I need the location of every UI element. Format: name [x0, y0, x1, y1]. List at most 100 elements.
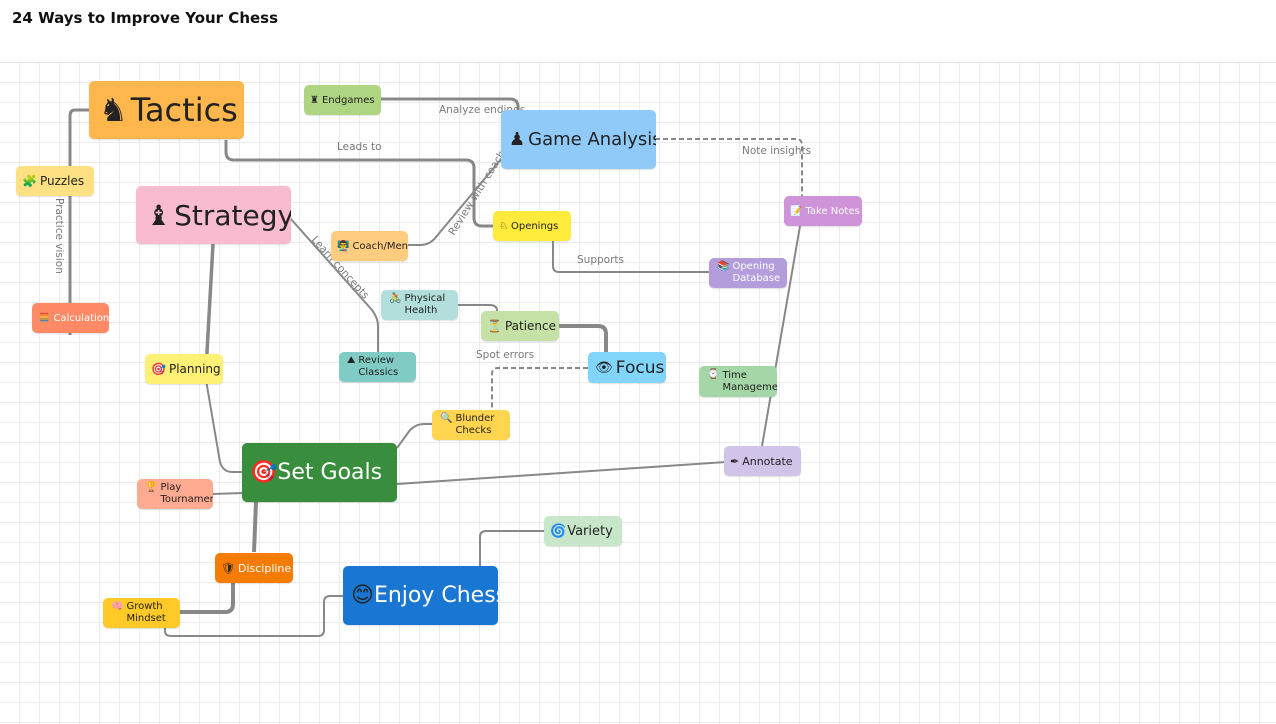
- node-label: Strategy: [174, 198, 291, 232]
- edge-tactics-openings: [224, 140, 494, 228]
- edge-game-analysis-take-notes: [655, 138, 803, 197]
- edge-label-note-insights: Note insights: [742, 145, 811, 157]
- node-label: Patience: [504, 319, 557, 333]
- books-icon: 📚: [717, 261, 730, 272]
- node-play-tournaments[interactable]: 🏆 Play Tournaments: [137, 479, 213, 509]
- edge-take-notes-annotate: [761, 225, 801, 447]
- node-label: Blunder Checks: [455, 413, 495, 436]
- edge-coach-game-analysis: [408, 157, 503, 246]
- rook-icon: ♜: [310, 94, 319, 106]
- node-label: Focus: [615, 357, 665, 378]
- node-endgames[interactable]: ♜ Endgames: [304, 85, 381, 115]
- edge-tactics-calculation: [68, 108, 90, 335]
- node-label: Physical Health: [404, 293, 446, 316]
- node-label: Set Goals: [277, 460, 383, 485]
- smile-icon: 😊: [351, 583, 374, 608]
- node-calculation[interactable]: 🧮 Calculation: [32, 303, 109, 333]
- node-annotate[interactable]: ✒ Annotate: [724, 446, 801, 476]
- edge-label-spot-errors: Spot errors: [476, 349, 534, 361]
- node-enjoy-chess[interactable]: 😊 Enjoy Chess: [343, 566, 498, 625]
- node-growth-mindset[interactable]: 🧠 Growth Mindset: [103, 598, 180, 628]
- node-physical-health[interactable]: 🚴 Physical Health: [381, 290, 458, 320]
- edge-label-supports: Supports: [577, 254, 624, 266]
- node-discipline[interactable]: 🛡 Discipline: [215, 553, 293, 583]
- edge-label-leads-to: Leads to: [337, 141, 382, 153]
- node-label: Take Notes: [805, 205, 860, 217]
- node-label: Puzzles: [39, 174, 85, 188]
- abacus-icon: 🧮: [38, 312, 51, 324]
- brain-icon: 🧠: [111, 601, 124, 612]
- node-label: Calculation: [53, 312, 109, 324]
- node-focus[interactable]: 👁 Focus: [588, 352, 666, 383]
- edge-set-goals-play-tournaments: [211, 492, 244, 495]
- edge-focus-blunder-checks: [491, 367, 588, 410]
- teacher-icon: 👨‍🏫: [337, 240, 350, 252]
- pen-icon: ✒: [730, 454, 740, 468]
- watch-icon: ⌚: [707, 369, 720, 380]
- bicycle-icon: 🚴: [389, 293, 402, 304]
- node-puzzles[interactable]: 🧩 Puzzles: [16, 166, 94, 196]
- header-bar: 24 Ways to Improve Your Chess: [0, 0, 1276, 62]
- edge-planning-set-goals: [205, 379, 243, 473]
- edge-set-goals-discipline: [252, 501, 258, 553]
- node-take-notes[interactable]: 📝 Take Notes: [784, 196, 862, 226]
- node-label: Game Analysis: [528, 129, 656, 150]
- edge-label-practice-vision: Practice vision: [53, 198, 65, 274]
- node-label: Openings: [510, 220, 559, 232]
- opening-knight-icon: ♘: [499, 220, 508, 232]
- node-label: Coach/Mento: [352, 240, 408, 252]
- node-variety[interactable]: 🌀 Variety: [544, 516, 622, 546]
- node-openings[interactable]: ♘ Openings: [493, 211, 571, 241]
- spiral-icon: 🌀: [550, 523, 567, 539]
- hourglass-icon: ⏳: [487, 319, 502, 333]
- node-time-management[interactable]: ⌚ Time Management: [699, 366, 777, 397]
- node-set-goals[interactable]: 🎯 Set Goals: [242, 443, 397, 502]
- node-label: Discipline: [237, 561, 292, 575]
- edge-strategy-review-classics: [289, 217, 379, 352]
- puzzle-icon: 🧩: [22, 174, 37, 188]
- node-label: Growth Mindset: [126, 601, 166, 624]
- edge-strategy-planning: [204, 243, 215, 371]
- node-label: Review Classics: [358, 355, 399, 378]
- eye-icon: 👁: [595, 359, 613, 376]
- node-label: Tactics: [130, 91, 238, 129]
- node-tactics[interactable]: ♞ Tactics: [89, 81, 244, 139]
- edge-discipline-growth-mindset: [180, 582, 235, 614]
- pawn-icon: ♟: [509, 129, 526, 150]
- edge-growth-mindset-enjoy-chess: [164, 595, 344, 637]
- node-coach-mentor[interactable]: 👨‍🏫 Coach/Mento: [331, 231, 408, 261]
- node-blunder-checks[interactable]: 🔍 Blunder Checks: [432, 410, 510, 440]
- node-label: Enjoy Chess: [373, 583, 498, 608]
- edge-endgames-game-analysis: [380, 97, 520, 112]
- node-label: Opening Database: [732, 261, 781, 284]
- edge-physical-health-patience: [457, 304, 498, 314]
- node-label: Annotate: [742, 454, 793, 468]
- node-label: Time Management: [722, 369, 777, 393]
- node-label: Play Tournaments: [160, 482, 213, 505]
- node-label: Planning: [168, 362, 221, 376]
- bishop-icon: ♝: [146, 198, 172, 232]
- node-planning[interactable]: 🎯 Planning: [145, 354, 223, 384]
- page-title: 24 Ways to Improve Your Chess: [12, 9, 279, 27]
- node-strategy[interactable]: ♝ Strategy: [136, 186, 291, 244]
- node-label: Variety: [567, 523, 613, 539]
- node-game-analysis[interactable]: ♟ Game Analysis: [501, 110, 656, 169]
- trophy-icon: 🏆: [145, 482, 158, 493]
- target-icon: 🎯: [151, 362, 166, 376]
- edge-patience-focus: [557, 324, 608, 352]
- mountain-icon: ⛰: [347, 355, 356, 366]
- knight-icon: ♞: [99, 91, 128, 129]
- node-opening-database[interactable]: 📚 Opening Database: [709, 258, 787, 288]
- edge-enjoy-chess-variety: [479, 530, 546, 566]
- bullseye-icon: 🎯: [250, 460, 278, 485]
- node-patience[interactable]: ⏳ Patience: [481, 311, 559, 341]
- node-review-classics[interactable]: ⛰ Review Classics: [339, 352, 416, 382]
- edge-set-goals-annotate: [396, 461, 727, 485]
- memo-icon: 📝: [790, 205, 803, 217]
- node-label: Endgames: [321, 94, 375, 106]
- magnifier-icon: 🔍: [440, 413, 453, 424]
- shield-icon: 🛡: [221, 561, 235, 575]
- edge-set-goals-blunder-checks: [396, 423, 434, 449]
- edge-openings-opening-database: [552, 240, 712, 273]
